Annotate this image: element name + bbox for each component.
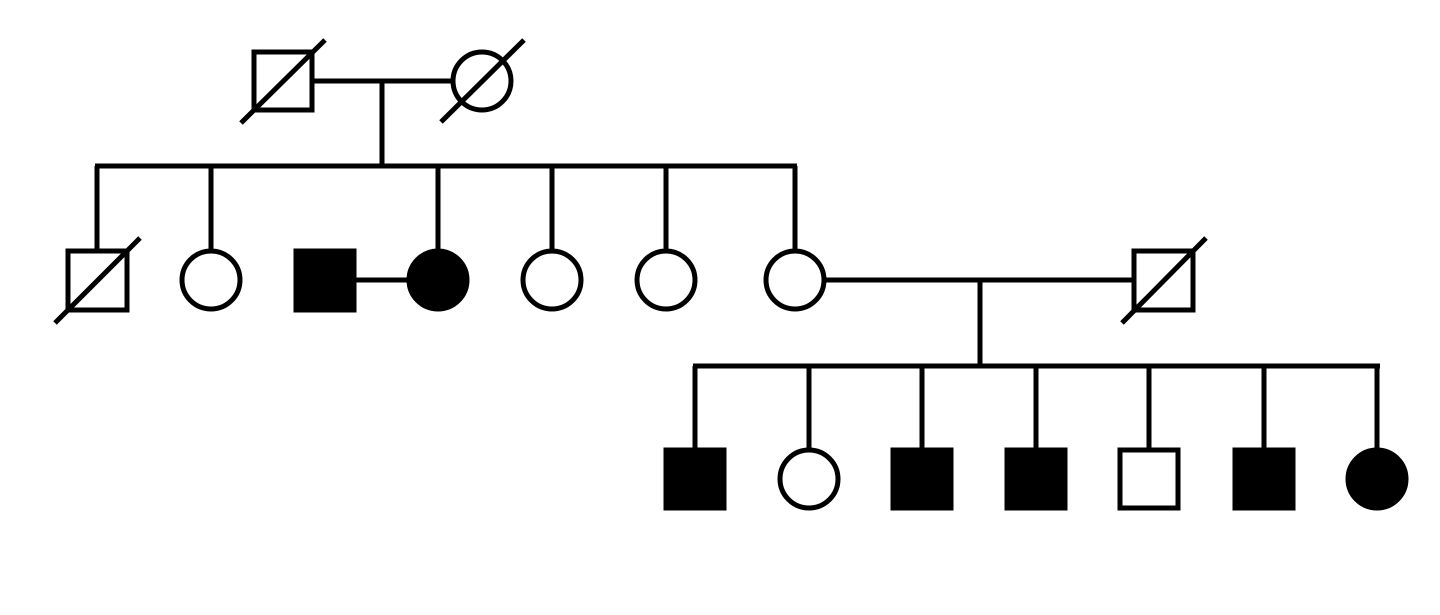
- g3-child-3-square: [890, 447, 954, 511]
- g2-daughter-2-spouse-square: [293, 248, 357, 313]
- g3-child-7-circle: [1345, 447, 1409, 511]
- g2-daughter-2-circle: [406, 248, 470, 312]
- g1-mother-deceased-slash: [439, 38, 526, 124]
- g3-child-5-square: [1117, 447, 1181, 511]
- generation-2: [53, 236, 1208, 325]
- g3-child-1-square: [663, 447, 727, 511]
- g2-son-1-deceased-slash: [53, 236, 142, 325]
- g2-daughter-5-circle: [763, 248, 827, 312]
- g3-child-6-square: [1232, 447, 1296, 511]
- g2-daughter-1-circle: [179, 248, 243, 312]
- generation-1: [239, 38, 526, 125]
- g2-daughter-4-circle: [634, 248, 698, 312]
- g3-child-4-square: [1004, 447, 1068, 511]
- g3-child-2-circle: [777, 447, 841, 511]
- g2-daughter-3-circle: [520, 248, 584, 312]
- generation-3: [663, 447, 1409, 511]
- g2-daughter-5-spouse-deceased-slash: [1120, 236, 1208, 325]
- g1-father-deceased-slash: [239, 38, 327, 125]
- pedigree-lines: [94, 78, 1380, 449]
